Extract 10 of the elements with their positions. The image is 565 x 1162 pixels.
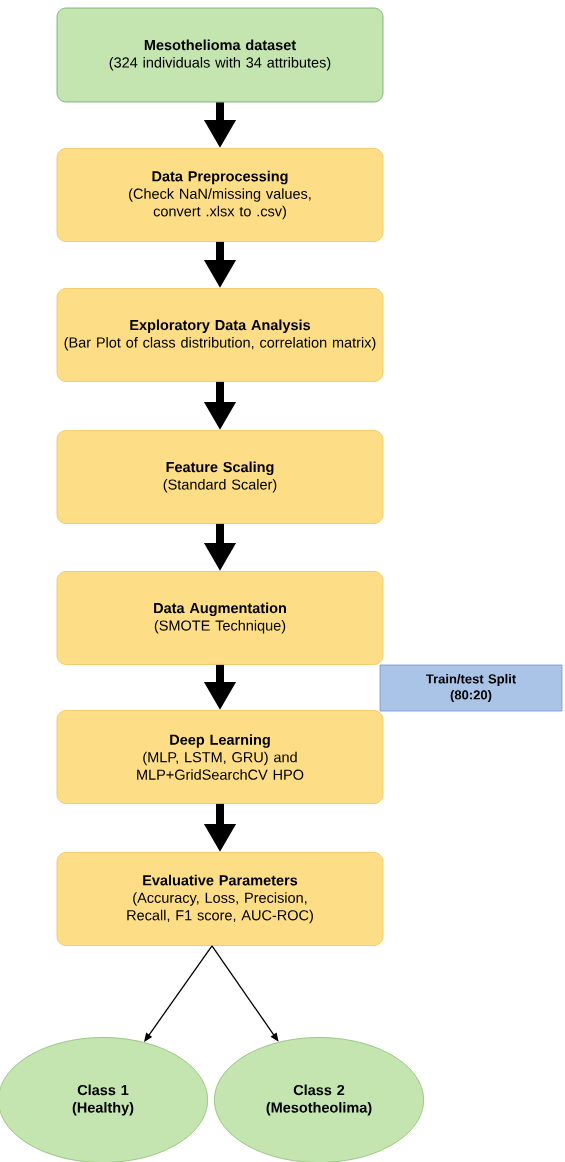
process-box: Evaluative Parameters (Accuracy, Loss, Precision, Recall, F1 score, AUC-ROC)	[56, 852, 384, 946]
process-box: Exploratory Data Analysis (Bar Plot of class distribution, correlation matrix)	[56, 288, 384, 382]
process-box: Mesothelioma dataset (324 individuals with 34 attributes)	[56, 7, 384, 103]
process-box: Deep Learning (MLP, LSTM, GRU) and MLP+GridSearchCV HPO	[56, 710, 384, 804]
process-box: Feature Scaling (Standard Scaler)	[56, 430, 384, 524]
split-box: Train/test Split (80:20)	[379, 664, 563, 712]
arrow	[211, 945, 279, 1042]
process-box: Data Preprocessing (Check NaN/missing values, convert .xlsx to .csv)	[56, 148, 384, 242]
process-box: Data Augmentation (SMOTE Technique)	[56, 571, 384, 665]
arrow	[144, 945, 213, 1042]
